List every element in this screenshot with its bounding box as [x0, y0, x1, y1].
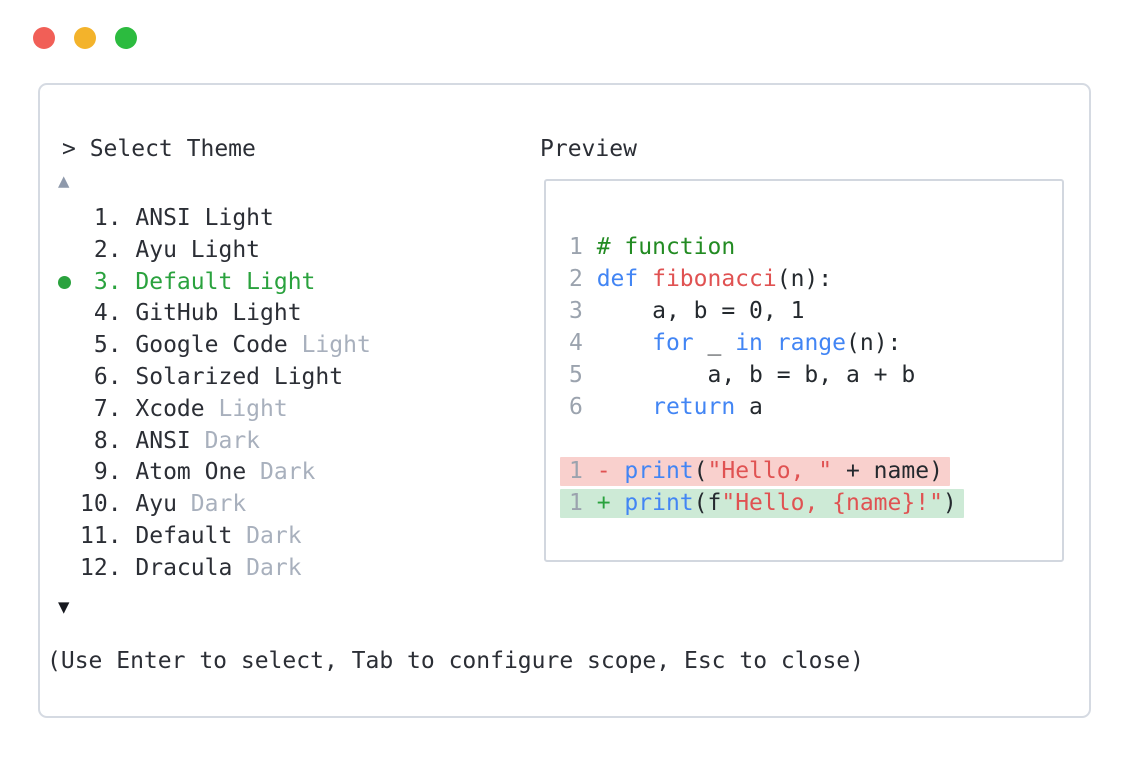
line-number: 3: [569, 298, 597, 324]
line-number: 1: [569, 458, 597, 484]
preview-title: Preview: [540, 136, 637, 162]
code-line: 2 def fibonacci(n):: [569, 266, 833, 292]
theme-item-label: 10. Ayu Dark: [80, 491, 247, 518]
zoom-button[interactable]: [115, 27, 137, 49]
theme-item-label: 5. Google Code Light: [80, 332, 371, 359]
theme-item-xcode[interactable]: 7. Xcode Light: [56, 394, 371, 426]
code-line: 4 for _ in range(n):: [569, 330, 902, 356]
theme-item-label: 3. Default Light: [80, 268, 316, 295]
scroll-down-icon[interactable]: ▼: [58, 595, 70, 618]
theme-item-ansi[interactable]: 8. ANSI Dark: [56, 426, 371, 458]
theme-item-label: 11. Default Dark: [80, 522, 302, 549]
theme-item-github-light[interactable]: 4. GitHub Light: [56, 298, 371, 330]
line-number: 1: [569, 234, 597, 260]
scroll-up-icon[interactable]: ▲: [58, 170, 70, 192]
diff-minus-sign: -: [596, 458, 625, 484]
code-line: 5 a, b = b, a + b: [569, 362, 916, 388]
theme-item-ayu-light[interactable]: 2. Ayu Light: [56, 235, 371, 267]
theme-item-atom-one[interactable]: 9. Atom One Dark: [56, 457, 371, 489]
theme-item-google-code[interactable]: 5. Google Code Light: [56, 330, 371, 362]
theme-list: ▲ 1. ANSI Light 2. Ayu Light 3. Default …: [56, 165, 371, 623]
theme-item-default-light[interactable]: 3. Default Light: [56, 267, 371, 299]
preview-pane: 1 # function 2 def fibonacci(n): 3 a, b = …: [544, 179, 1064, 562]
code-line: 6 return a: [569, 394, 763, 420]
window-controls: [33, 27, 137, 49]
theme-item-solarized-light[interactable]: 6. Solarized Light: [56, 362, 371, 394]
minimize-button[interactable]: [74, 27, 96, 49]
code-line: [569, 423, 1054, 455]
theme-item-label: 8. ANSI Dark: [80, 427, 261, 454]
line-number: 2: [569, 266, 597, 292]
line-number: 6: [569, 394, 597, 420]
theme-item-default[interactable]: 11. Default Dark: [56, 521, 371, 553]
theme-item-label: 12. Dracula Dark: [80, 554, 302, 581]
theme-item-label: 9. Atom One Dark: [80, 459, 316, 486]
theme-item-label: 2. Ayu Light: [80, 236, 261, 263]
theme-item-dracula[interactable]: 12. Dracula Dark: [56, 553, 371, 585]
selected-bullet-icon: [56, 275, 80, 289]
theme-item-label: 6. Solarized Light: [80, 363, 344, 390]
theme-picker-dialog: > Select Theme ▲ 1. ANSI Light 2. Ayu Li…: [38, 83, 1091, 718]
code-preview: 1 # function 2 def fibonacci(n): 3 a, b = …: [560, 231, 1054, 519]
close-button[interactable]: [33, 27, 55, 49]
line-number: 4: [569, 330, 597, 356]
theme-item-ansi-light[interactable]: 1. ANSI Light: [56, 203, 371, 235]
code-line: 1 # function: [569, 234, 736, 260]
select-theme-prompt: > Select Theme: [62, 136, 256, 162]
code-line: 3 a, b = 0, 1: [569, 298, 805, 324]
theme-item-label: 4. GitHub Light: [80, 300, 302, 327]
line-number: 1: [569, 490, 597, 516]
diff-line-added: 1 + print(f"Hello, {name}!"): [560, 487, 1054, 519]
line-number: 5: [569, 362, 597, 388]
diff-line-removed: 1 - print("Hello, " + name): [560, 455, 1054, 487]
theme-item-label: 7. Xcode Light: [80, 395, 288, 422]
diff-plus-sign: +: [596, 490, 625, 516]
theme-item-label: 1. ANSI Light: [80, 205, 274, 231]
theme-item-ayu[interactable]: 10. Ayu Dark: [56, 489, 371, 521]
keyboard-hint: (Use Enter to select, Tab to configure s…: [47, 648, 864, 674]
